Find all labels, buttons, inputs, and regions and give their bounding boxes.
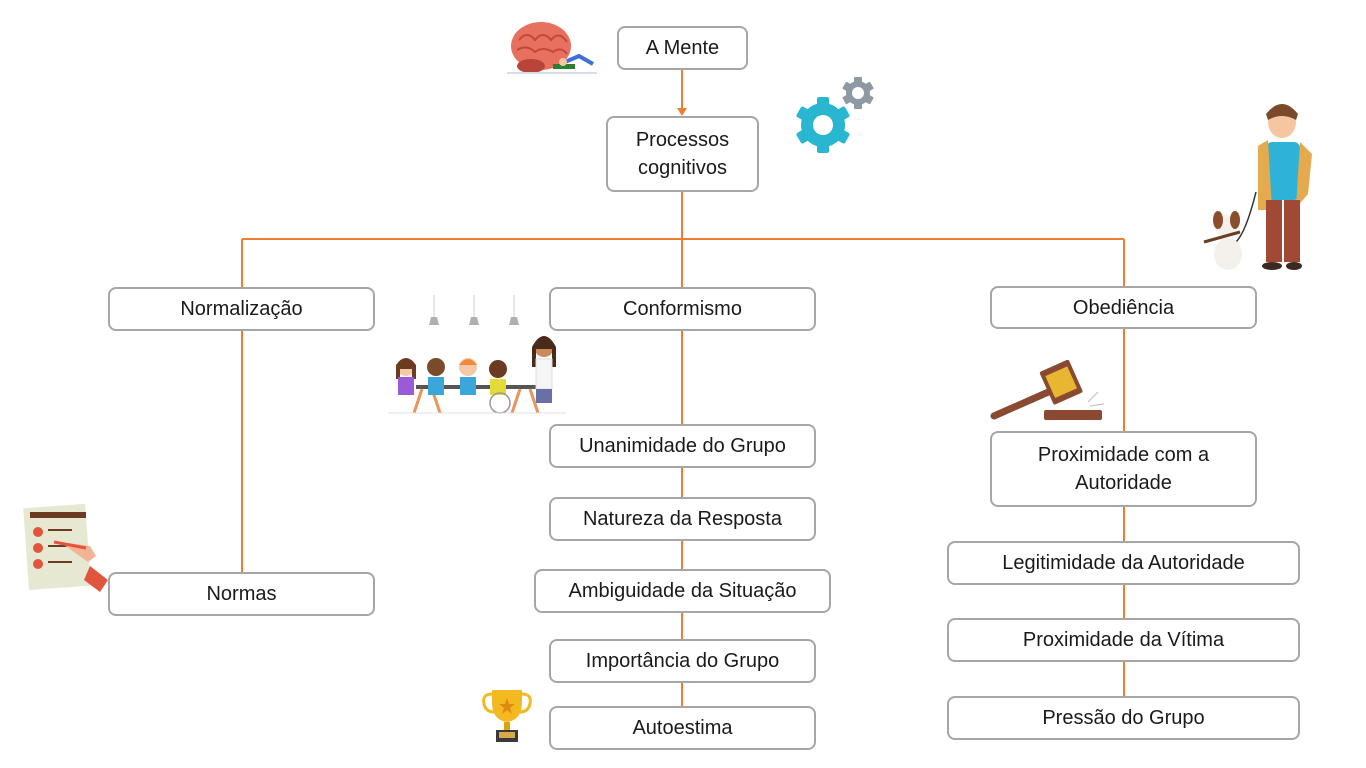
node-conformismo: Conformismo bbox=[549, 287, 816, 331]
node-natureza-da-resposta: Natureza da Resposta bbox=[549, 497, 816, 541]
node-a-mente: A Mente bbox=[617, 26, 748, 70]
node-proximidade-da-vitima: Proximidade da Vítima bbox=[947, 618, 1300, 662]
node-obediencia: Obediência bbox=[990, 286, 1257, 329]
man-with-dog-icon bbox=[1203, 104, 1312, 270]
node-unanimidade-do-grupo: Unanimidade do Grupo bbox=[549, 424, 816, 468]
node-normas: Normas bbox=[108, 572, 375, 616]
arrowhead bbox=[677, 108, 687, 116]
node-importancia-do-grupo: Importância do Grupo bbox=[549, 639, 816, 683]
node-ambiguidade-da-situacao: Ambiguidade da Situação bbox=[534, 569, 831, 613]
node-legitimidade-da-autoridade: Legitimidade da Autoridade bbox=[947, 541, 1300, 585]
checklist-icon bbox=[23, 503, 108, 592]
trophy-icon bbox=[482, 690, 532, 742]
node-autoestima: Autoestima bbox=[549, 706, 816, 750]
node-processos-cognitivos: Processos cognitivos bbox=[606, 116, 759, 192]
gears-icon bbox=[796, 77, 874, 153]
brain-icon bbox=[507, 22, 597, 74]
classroom-icon bbox=[388, 295, 566, 414]
node-pressao-do-grupo: Pressão do Grupo bbox=[947, 696, 1300, 740]
gavel-icon bbox=[990, 360, 1105, 420]
node-proximidade-com-a-autoridade: Proximidade com a Autoridade bbox=[990, 431, 1257, 507]
node-normalizacao: Normalização bbox=[108, 287, 375, 331]
